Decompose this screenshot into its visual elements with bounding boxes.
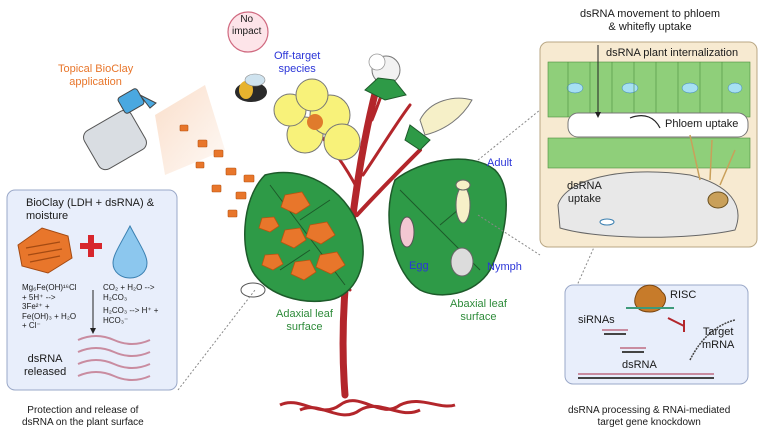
equation-dissociation: H₂CO₃ --> H⁺ + HCO₃⁻ bbox=[103, 306, 159, 325]
whitefly-head-icon bbox=[557, 134, 739, 238]
leaf-cells bbox=[547, 61, 751, 169]
no-impact-badge bbox=[227, 11, 269, 53]
cotton-boll-icon bbox=[364, 53, 407, 101]
connector-left bbox=[177, 289, 256, 391]
dsrna-strand bbox=[578, 373, 714, 379]
spray-bottle-icon bbox=[83, 85, 225, 175]
label-dsrna-uptake: dsRNA uptake bbox=[567, 180, 602, 205]
label-off-target: Off-target species bbox=[274, 50, 321, 75]
bioclay-panel-title: BioClay (LDH + dsRNA) & moisture bbox=[26, 197, 155, 222]
sirna-strands bbox=[602, 329, 646, 353]
label-dsrna-movement: dsRNA movement to phloem & whitefly upta… bbox=[580, 8, 721, 33]
inhibition-symbol bbox=[667, 317, 685, 332]
label-internalization: dsRNA plant internalization bbox=[606, 47, 739, 59]
plus-icon bbox=[80, 235, 102, 257]
water-drop-icon bbox=[112, 224, 148, 279]
flower-bud-icon bbox=[404, 97, 473, 151]
whitefly-nymph-icon bbox=[450, 247, 474, 277]
flower-icon bbox=[273, 78, 361, 161]
label-egg: Egg bbox=[409, 260, 429, 272]
label-phloem-uptake: Phloem uptake bbox=[665, 118, 739, 130]
equation-carbonic-acid: CO₂ + H₂O --> H₂CO₃ bbox=[103, 283, 155, 302]
label-dsrna-released: dsRNA released bbox=[24, 353, 67, 378]
label-abaxial: Abaxial leaf surface bbox=[450, 298, 507, 323]
released-dsrna-strands bbox=[77, 335, 151, 381]
whitefly-adult-icon bbox=[455, 179, 471, 224]
label-nymph: Nymph bbox=[487, 261, 522, 273]
label-topical-application: Topical BioClay application bbox=[58, 63, 134, 88]
target-mrna-strand bbox=[689, 319, 736, 361]
label-no-impact: No impact bbox=[232, 14, 262, 37]
abaxial-leaf bbox=[388, 158, 507, 296]
label-risc: RISC bbox=[670, 289, 697, 301]
connector-rnai bbox=[574, 244, 596, 291]
ldh-particle-icon bbox=[17, 227, 73, 274]
equation-ldh-dissolution: Mg₆Fe(OH)¹⁶Cl + 5H⁺ --> 3Fe²⁺ + Fe(OH)₃ … bbox=[22, 283, 77, 331]
caption-rnai: dsRNA processing & RNAi-mediated target … bbox=[568, 405, 731, 428]
risc-complex-icon bbox=[626, 284, 674, 313]
label-target-mrna: Target mRNA bbox=[702, 326, 735, 351]
bee-icon bbox=[235, 73, 267, 102]
adaxial-leaf bbox=[240, 171, 364, 302]
connector-right-mid bbox=[477, 214, 541, 256]
plant-roots bbox=[279, 399, 456, 417]
rnai-panel bbox=[564, 284, 749, 385]
label-dsrna: dsRNA bbox=[622, 359, 657, 371]
label-sirnas: siRNAs bbox=[578, 314, 615, 326]
label-adaxial: Adaxial leaf surface bbox=[276, 308, 333, 333]
phloem-flow-arrow bbox=[629, 115, 661, 129]
caption-protection: Protection and release of dsRNA on the p… bbox=[22, 405, 144, 428]
label-adult: Adult bbox=[487, 157, 513, 169]
connector-right-top bbox=[477, 109, 541, 161]
